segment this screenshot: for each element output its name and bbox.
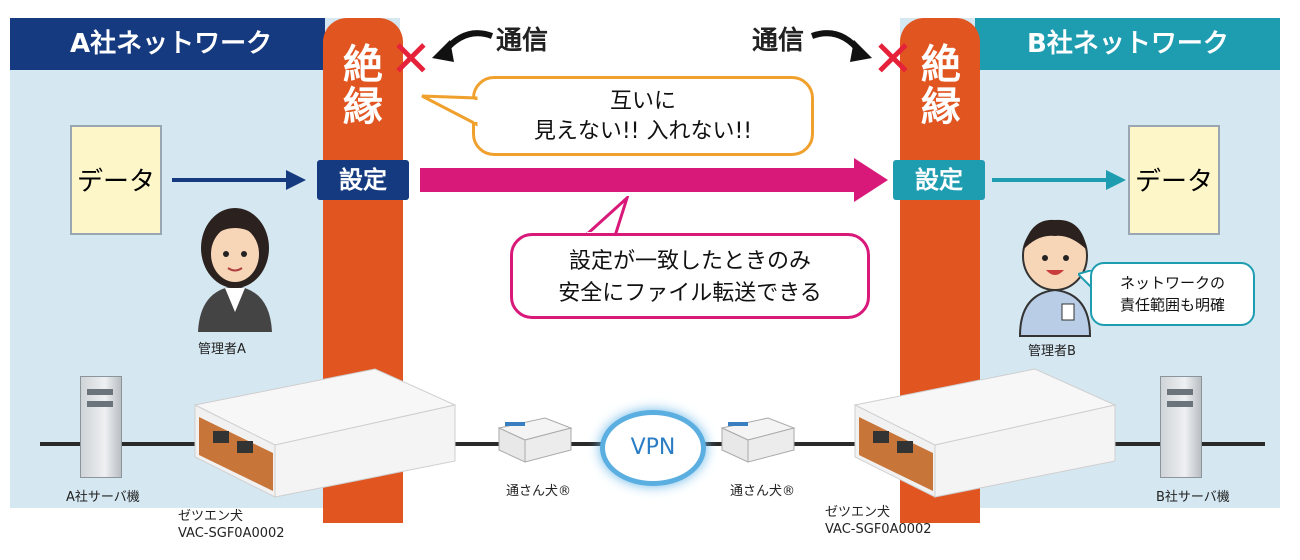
data-document-a-label: データ	[76, 167, 155, 197]
server-a-icon	[80, 376, 122, 478]
device-small-b-label: 通さん犬®	[730, 484, 796, 499]
network-a-title: A社ネットワーク	[10, 18, 325, 70]
device-small-a-label: 通さん犬®	[506, 484, 572, 499]
arrow-head-b	[1106, 170, 1126, 190]
blocked-cross-icon-a: ✕	[390, 30, 432, 88]
bubble-middle-line2: 安全にファイル転送できる	[558, 281, 822, 306]
isolation-label-b: 絶縁	[921, 42, 961, 130]
device-large-a-model: VAC-SGF0A0002	[178, 526, 285, 541]
admin-a-person-icon	[198, 208, 272, 332]
server-b-label: B社サーバ機	[1156, 490, 1230, 505]
server-a-label: A社サーバ機	[66, 490, 140, 505]
zetsuen-device-a-icon	[193, 368, 457, 498]
network-b-title: B社ネットワーク	[975, 18, 1280, 70]
communication-label-left: 通信	[496, 26, 549, 56]
bubble-b-line2: 責任範囲も明確	[1119, 296, 1225, 314]
server-b-icon	[1160, 376, 1202, 478]
bubble-top-line2: 見えない!! 入れない!!	[533, 119, 753, 144]
speech-bubble-responsibility: ネットワークの 責任範囲も明確	[1090, 262, 1255, 326]
data-document-b: データ	[1128, 125, 1220, 235]
data-document-a: データ	[70, 125, 162, 235]
isolation-label-a: 絶縁	[343, 42, 383, 130]
bubble-top-line1: 互いに	[609, 89, 676, 114]
device-large-b-label: ゼツエン犬 VAC-SGF0A0002	[825, 504, 932, 538]
tsusanken-device-a-icon	[497, 417, 573, 463]
speech-bubble-not-visible: 互いに 見えない!! 入れない!!	[472, 76, 814, 156]
curved-arrow-right-icon	[810, 30, 872, 62]
communication-label-right: 通信	[752, 26, 805, 56]
admin-a-label: 管理者A	[198, 342, 246, 357]
bubble-b-line1: ネットワークの	[1119, 274, 1225, 292]
blocked-cross-icon-b: ✕	[872, 30, 914, 88]
arrow-transfer-head	[854, 158, 888, 202]
device-large-b-name: ゼツエン犬	[825, 505, 891, 520]
arrow-transfer-body	[420, 168, 860, 192]
device-large-a-name: ゼツエン犬	[178, 509, 244, 524]
device-large-b-model: VAC-SGF0A0002	[825, 522, 932, 537]
speech-bubble-transfer: 設定が一致したときのみ 安全にファイル転送できる	[510, 233, 870, 319]
bubble-top-tail	[421, 94, 480, 127]
device-large-a-label: ゼツエン犬 VAC-SGF0A0002	[178, 508, 285, 542]
vpn-label: VPN	[630, 435, 676, 460]
data-document-b-label: データ	[1134, 167, 1213, 197]
tsusanken-device-b-icon	[720, 417, 796, 463]
setting-box-a: 設定	[317, 160, 409, 200]
bubble-middle-line1: 設定が一致したときのみ	[568, 249, 811, 274]
arrow-head-a	[286, 170, 306, 190]
vpn-cloud: VPN	[600, 410, 706, 486]
setting-box-b: 設定	[893, 160, 985, 200]
curved-arrow-left-icon	[432, 30, 494, 62]
admin-b-label: 管理者B	[1028, 344, 1076, 359]
zetsuen-device-b-icon	[853, 368, 1117, 498]
admin-b-person-icon	[1018, 219, 1092, 337]
bubble-middle-tail	[581, 196, 630, 238]
